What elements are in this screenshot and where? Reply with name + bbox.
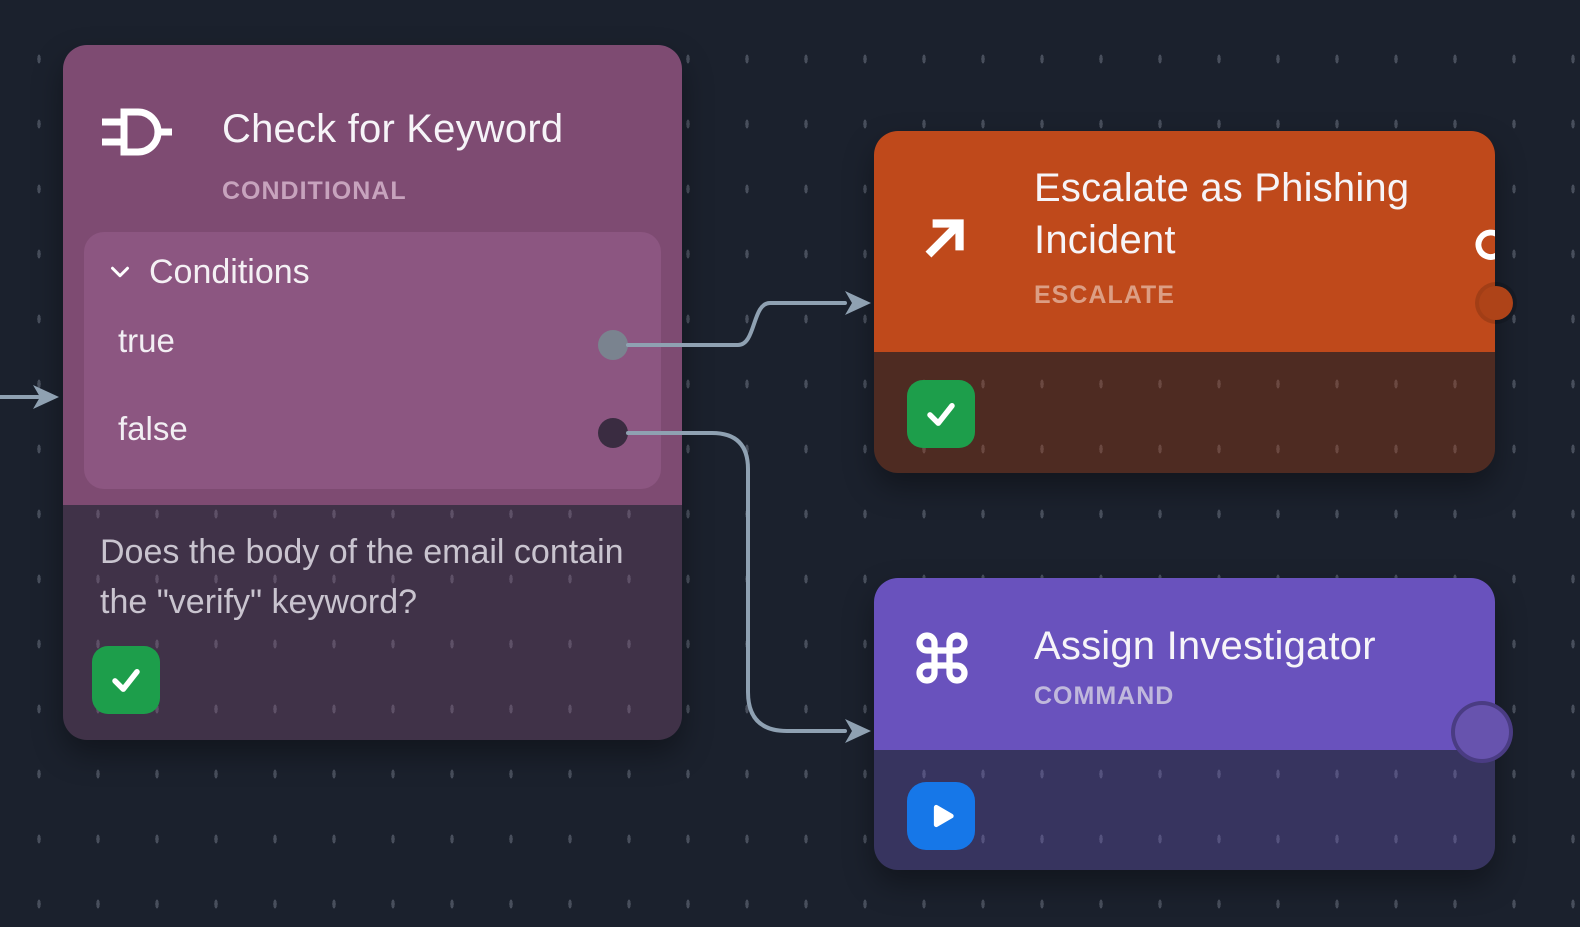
check-icon (92, 646, 160, 714)
true-arrowhead-icon (845, 291, 871, 315)
node-command-body (874, 750, 1495, 870)
false-edge[interactable] (626, 431, 847, 733)
conditions-collapse-toggle[interactable]: Conditions (105, 250, 310, 294)
node-title: Check for Keyword (222, 107, 564, 151)
node-escalate-body (874, 352, 1495, 473)
node-title: Assign Investigator (1034, 624, 1376, 668)
node-type-label: ESCALATE (1034, 281, 1175, 309)
node-conditional-header: Check for Keyword CONDITIONAL Conditions… (63, 45, 682, 505)
node-conditional-body: Does the body of the email contain the "… (63, 505, 682, 740)
conditions-panel-title: Conditions (149, 252, 310, 291)
node-title: Escalate as Phishing Incident (1034, 166, 1410, 262)
conditions-panel: Conditions true false (84, 232, 661, 489)
node-type-label: COMMAND (1034, 682, 1175, 710)
true-edge[interactable] (626, 301, 847, 347)
output-port-false[interactable] (598, 418, 628, 448)
arrow-up-right-icon (915, 210, 973, 273)
node-escalate[interactable]: Escalate as Phishing Incident ESCALATE (874, 131, 1495, 473)
command-output-port[interactable] (1451, 701, 1513, 763)
output-port-true[interactable] (598, 330, 628, 360)
logic-gate-icon (98, 105, 174, 164)
node-conditional[interactable]: Check for Keyword CONDITIONAL Conditions… (63, 45, 682, 740)
escalate-output-port[interactable] (1479, 286, 1513, 320)
command-icon (912, 628, 972, 693)
incoming-arrowhead-icon (33, 385, 59, 409)
node-command[interactable]: Assign Investigator COMMAND (874, 578, 1495, 870)
output-label-false: false (118, 410, 188, 447)
play-button[interactable] (907, 782, 975, 850)
clipped-status-icon (1472, 229, 1495, 268)
node-type-label: CONDITIONAL (222, 177, 407, 205)
node-escalate-header: Escalate as Phishing Incident ESCALATE (874, 131, 1495, 352)
check-icon (907, 380, 975, 448)
false-arrowhead-icon (845, 719, 871, 743)
node-command-header: Assign Investigator COMMAND (874, 578, 1495, 750)
output-label-true: true (118, 322, 175, 359)
chevron-down-icon[interactable] (105, 257, 135, 287)
node-description: Does the body of the email contain the "… (100, 533, 624, 621)
